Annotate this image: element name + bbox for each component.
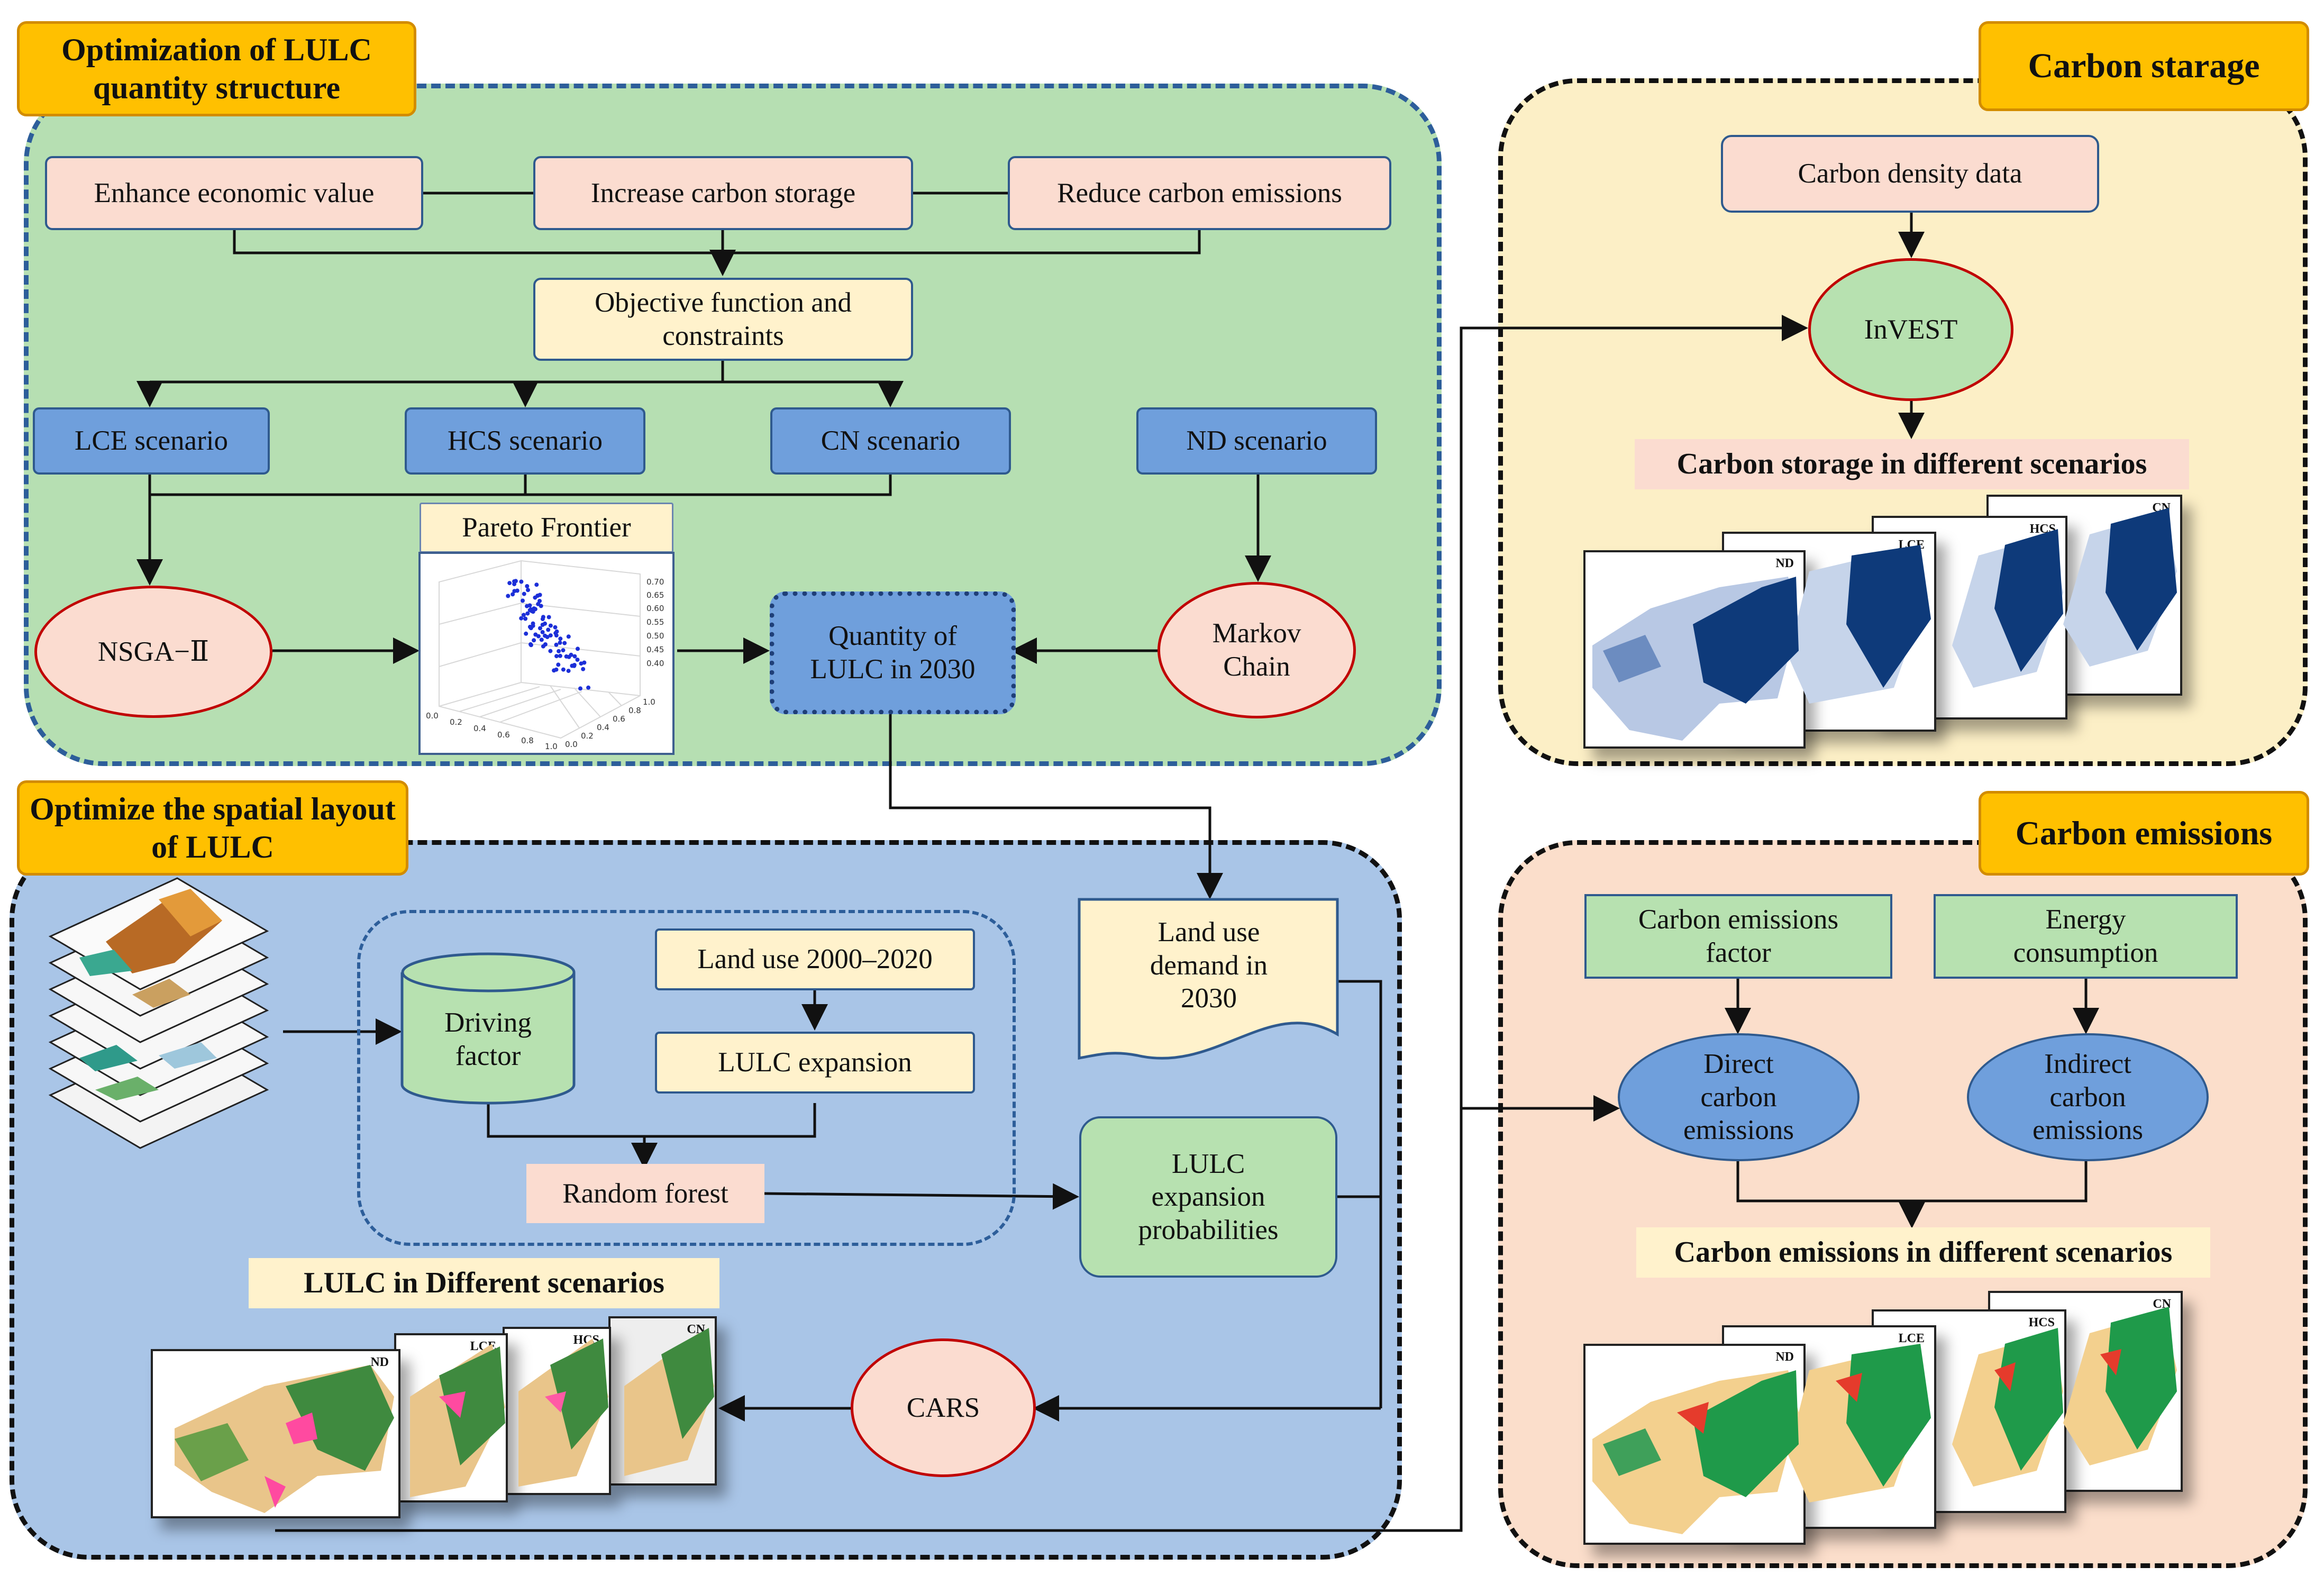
lulc-expansion: LULC expansion (655, 1032, 975, 1094)
map-tag: HCS (2028, 1316, 2055, 1329)
spatial-title: Optimize the spatial layout of LULC (17, 780, 408, 876)
increase-carbon-storage: Increase carbon storage (533, 156, 913, 230)
emission-map-nd: ND (1583, 1344, 1806, 1545)
map-tag: CN (687, 1323, 705, 1336)
emission-scenarios-label: Carbon emissions in different scenarios (1636, 1227, 2210, 1278)
nsga-ii: NSGA−Ⅱ (34, 586, 272, 718)
lulc-expansion-probabilities: LULC expansion probabilities (1079, 1116, 1337, 1278)
markov-chain: Markov Chain (1158, 582, 1356, 718)
lulc-map-hcs: HCS (503, 1327, 611, 1495)
optimization-title: Optimization of LULC quantity structure (17, 21, 416, 116)
lulc-map-nd: ND (151, 1349, 400, 1518)
arrow-quantity-demand (889, 714, 1223, 899)
carbon-storage-title: Carbon starage (1979, 21, 2309, 111)
map-tag: CN (2152, 501, 2171, 515)
lce-scenario: LCE scenario (33, 407, 270, 475)
map-tag: ND (1775, 557, 1794, 570)
nd-scenario: ND scenario (1136, 407, 1377, 475)
enhance-economic-value: Enhance economic value (45, 156, 423, 230)
map-tag: LCE (470, 1340, 496, 1353)
objective-function: Objective function and constraints (533, 278, 913, 361)
map-tag: HCS (573, 1333, 599, 1347)
map-tag: HCS (2029, 522, 2056, 536)
hcs-scenario: HCS scenario (405, 407, 645, 475)
land-use-2000-2020: Land use 2000–2020 (655, 928, 975, 990)
reduce-carbon-emissions: Reduce carbon emissions (1008, 156, 1391, 230)
arrow-rf-probabilities (764, 1183, 1079, 1210)
energy-consumption: Energy consumption (1934, 894, 2238, 979)
land-use-demand-2030: Land use demand in 2030 (1150, 917, 1268, 1014)
lulc-map-cn: CN (608, 1316, 717, 1486)
indirect-carbon-emissions: Indirect carbon emissions (1967, 1033, 2209, 1161)
cn-scenario: CN scenario (770, 407, 1011, 475)
arrow-to-invest (1460, 315, 1808, 1108)
random-forest: Random forest (526, 1164, 764, 1223)
carbon-emissions-factor: Carbon emissions factor (1584, 894, 1892, 979)
storage-scenarios-label: Carbon storage in different scenarios (1635, 439, 2189, 489)
invest-model: InVEST (1808, 258, 2013, 401)
pareto-frontier-label: Pareto Frontier (420, 503, 673, 553)
carbon-emissions-title: Carbon emissions (1979, 791, 2309, 876)
lulc-scenarios-label: LULC in Different scenarios (249, 1258, 719, 1308)
map-tag: LCE (1898, 538, 1925, 552)
carbon-density-data: Carbon density data (1721, 135, 2099, 213)
map-tag: ND (1775, 1350, 1794, 1364)
storage-map-nd: ND (1583, 550, 1806, 749)
connector-goals-to-objective (233, 230, 1201, 254)
cars-model: CARS (851, 1338, 1036, 1477)
quantity-of-lulc-2030: Quantity of LULC in 2030 (770, 591, 1016, 714)
feature-group-frame (357, 910, 1016, 1246)
direct-carbon-emissions: Direct carbon emissions (1618, 1033, 1860, 1161)
map-tag: CN (2153, 1297, 2171, 1311)
lulc-map-lce: LCE (394, 1333, 508, 1502)
map-tag: ND (370, 1355, 389, 1369)
driving-factor: Driving factor (444, 1007, 532, 1071)
map-tag: LCE (1898, 1332, 1925, 1345)
